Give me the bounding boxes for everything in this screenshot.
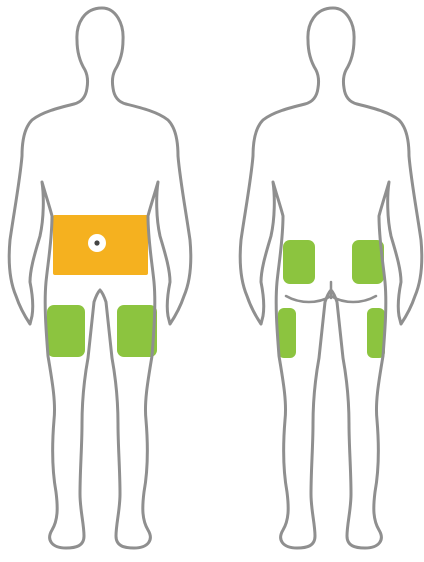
right-thigh-zone (117, 305, 157, 357)
right-upper-arm-zone (283, 240, 315, 284)
buttocks-crease (286, 282, 376, 302)
back-figure (240, 8, 422, 548)
back-body-outline (240, 8, 422, 548)
right-buttock-zone (278, 308, 296, 358)
left-upper-arm-zone (352, 240, 384, 284)
front-body-outline (9, 8, 191, 548)
navel-marker (88, 234, 106, 252)
front-figure (9, 8, 191, 548)
navel-center (94, 240, 99, 245)
left-thigh-zone (47, 305, 85, 357)
